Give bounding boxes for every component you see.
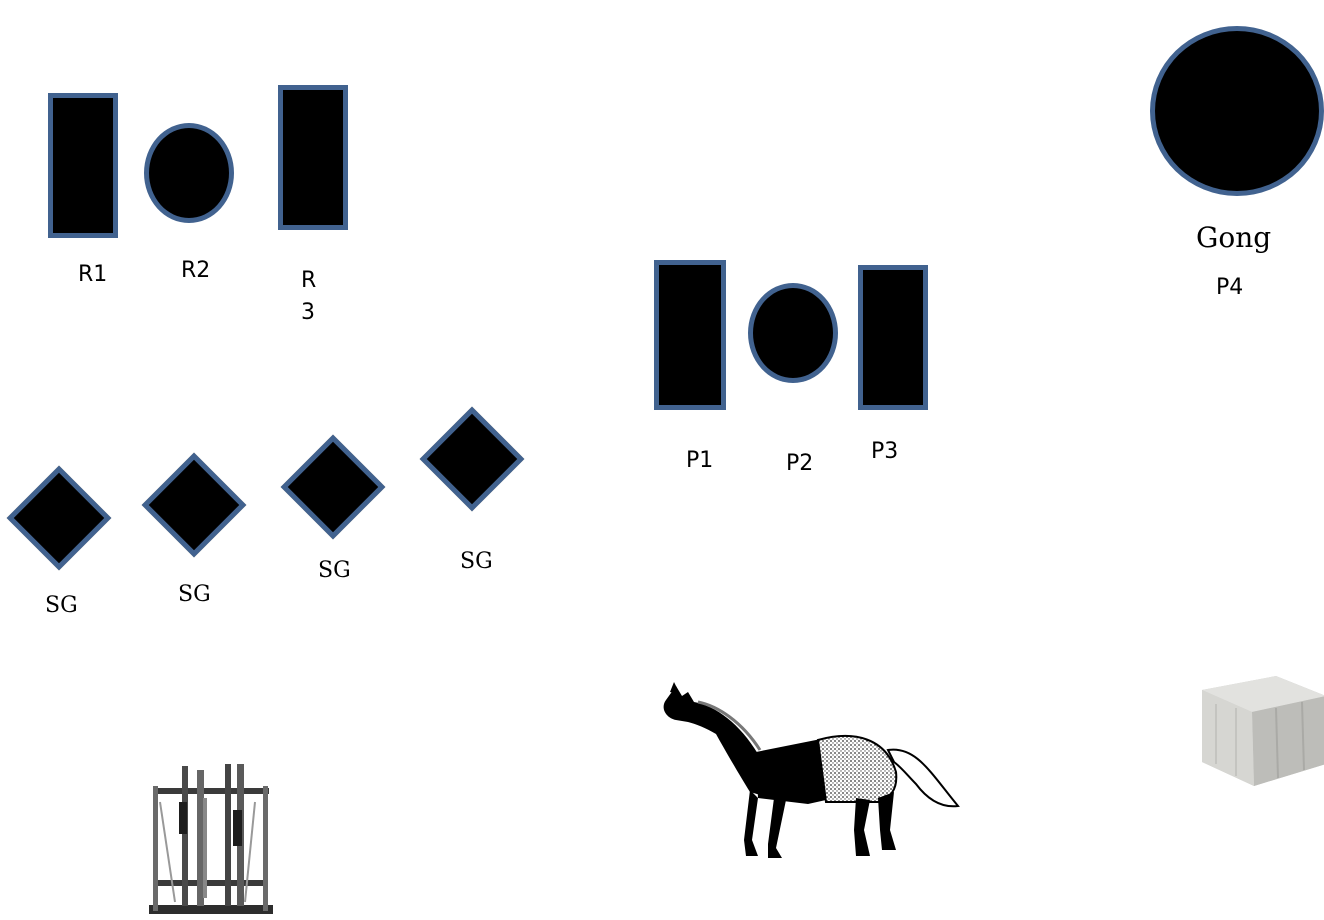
label-sg-4: SG	[460, 549, 493, 574]
horse-icon	[663, 682, 960, 858]
label-p1: P1	[686, 448, 714, 473]
label-p3: P3	[871, 439, 899, 464]
label-r2: R2	[181, 258, 211, 283]
target-r1	[48, 93, 118, 238]
gong-target	[1150, 26, 1324, 196]
sg-target-4	[419, 406, 525, 512]
target-r3	[278, 85, 348, 230]
label-sg-3: SG	[318, 558, 351, 583]
label-sg-1: SG	[45, 593, 78, 618]
label-r3-line2: 3	[301, 300, 315, 325]
hay-bale-icon	[1202, 676, 1324, 786]
label-gong: Gong	[1196, 221, 1272, 254]
label-r1: R1	[78, 262, 108, 287]
target-r2	[144, 123, 234, 223]
target-p2	[748, 283, 838, 383]
sg-target-2	[141, 452, 247, 558]
target-p1	[654, 260, 726, 410]
sg-target-1	[6, 465, 112, 571]
weapon-rack-icon	[145, 762, 275, 917]
target-p3	[858, 265, 928, 410]
label-sg-2: SG	[178, 582, 211, 607]
sg-target-3	[280, 434, 386, 540]
label-p2: P2	[786, 451, 814, 476]
label-r3-line1: R	[301, 268, 317, 293]
label-p4: P4	[1216, 275, 1244, 300]
